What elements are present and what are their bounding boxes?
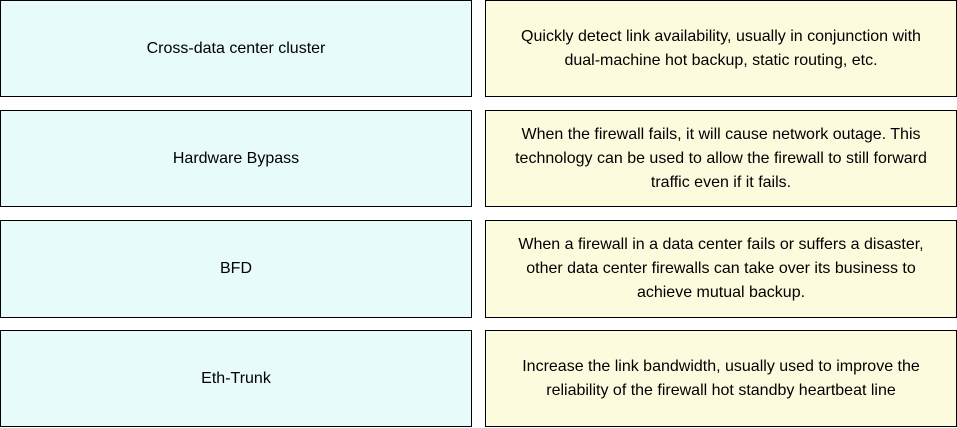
description-text: Quickly detect link availability, usuall… bbox=[521, 27, 921, 69]
term-label: BFD bbox=[220, 260, 252, 277]
description-box-forward-on-failure[interactable]: When the firewall fails, it will cause n… bbox=[485, 110, 957, 207]
description-text: Increase the link bandwidth, usually use… bbox=[522, 357, 920, 399]
term-box-hardware-bypass[interactable]: Hardware Bypass bbox=[0, 110, 472, 207]
description-box-mutual-backup[interactable]: When a firewall in a data center fails o… bbox=[485, 220, 957, 318]
description-text: When a firewall in a data center fails o… bbox=[518, 236, 924, 301]
term-box-eth-trunk[interactable]: Eth-Trunk bbox=[0, 330, 472, 427]
term-label: Hardware Bypass bbox=[172, 149, 300, 167]
term-label: Cross-data center cluster bbox=[146, 39, 326, 57]
term-label: Eth-Trunk bbox=[201, 369, 271, 387]
term-box-cross-data-center-cluster[interactable]: Cross-data center cluster bbox=[0, 0, 472, 97]
description-text: When the firewall fails, it will cause n… bbox=[515, 125, 927, 191]
description-box-link-bandwidth[interactable]: Increase the link bandwidth, usually use… bbox=[485, 330, 957, 427]
description-box-link-detection[interactable]: Quickly detect link availability, usuall… bbox=[485, 0, 957, 97]
term-box-bfd[interactable]: BFD bbox=[0, 220, 472, 318]
